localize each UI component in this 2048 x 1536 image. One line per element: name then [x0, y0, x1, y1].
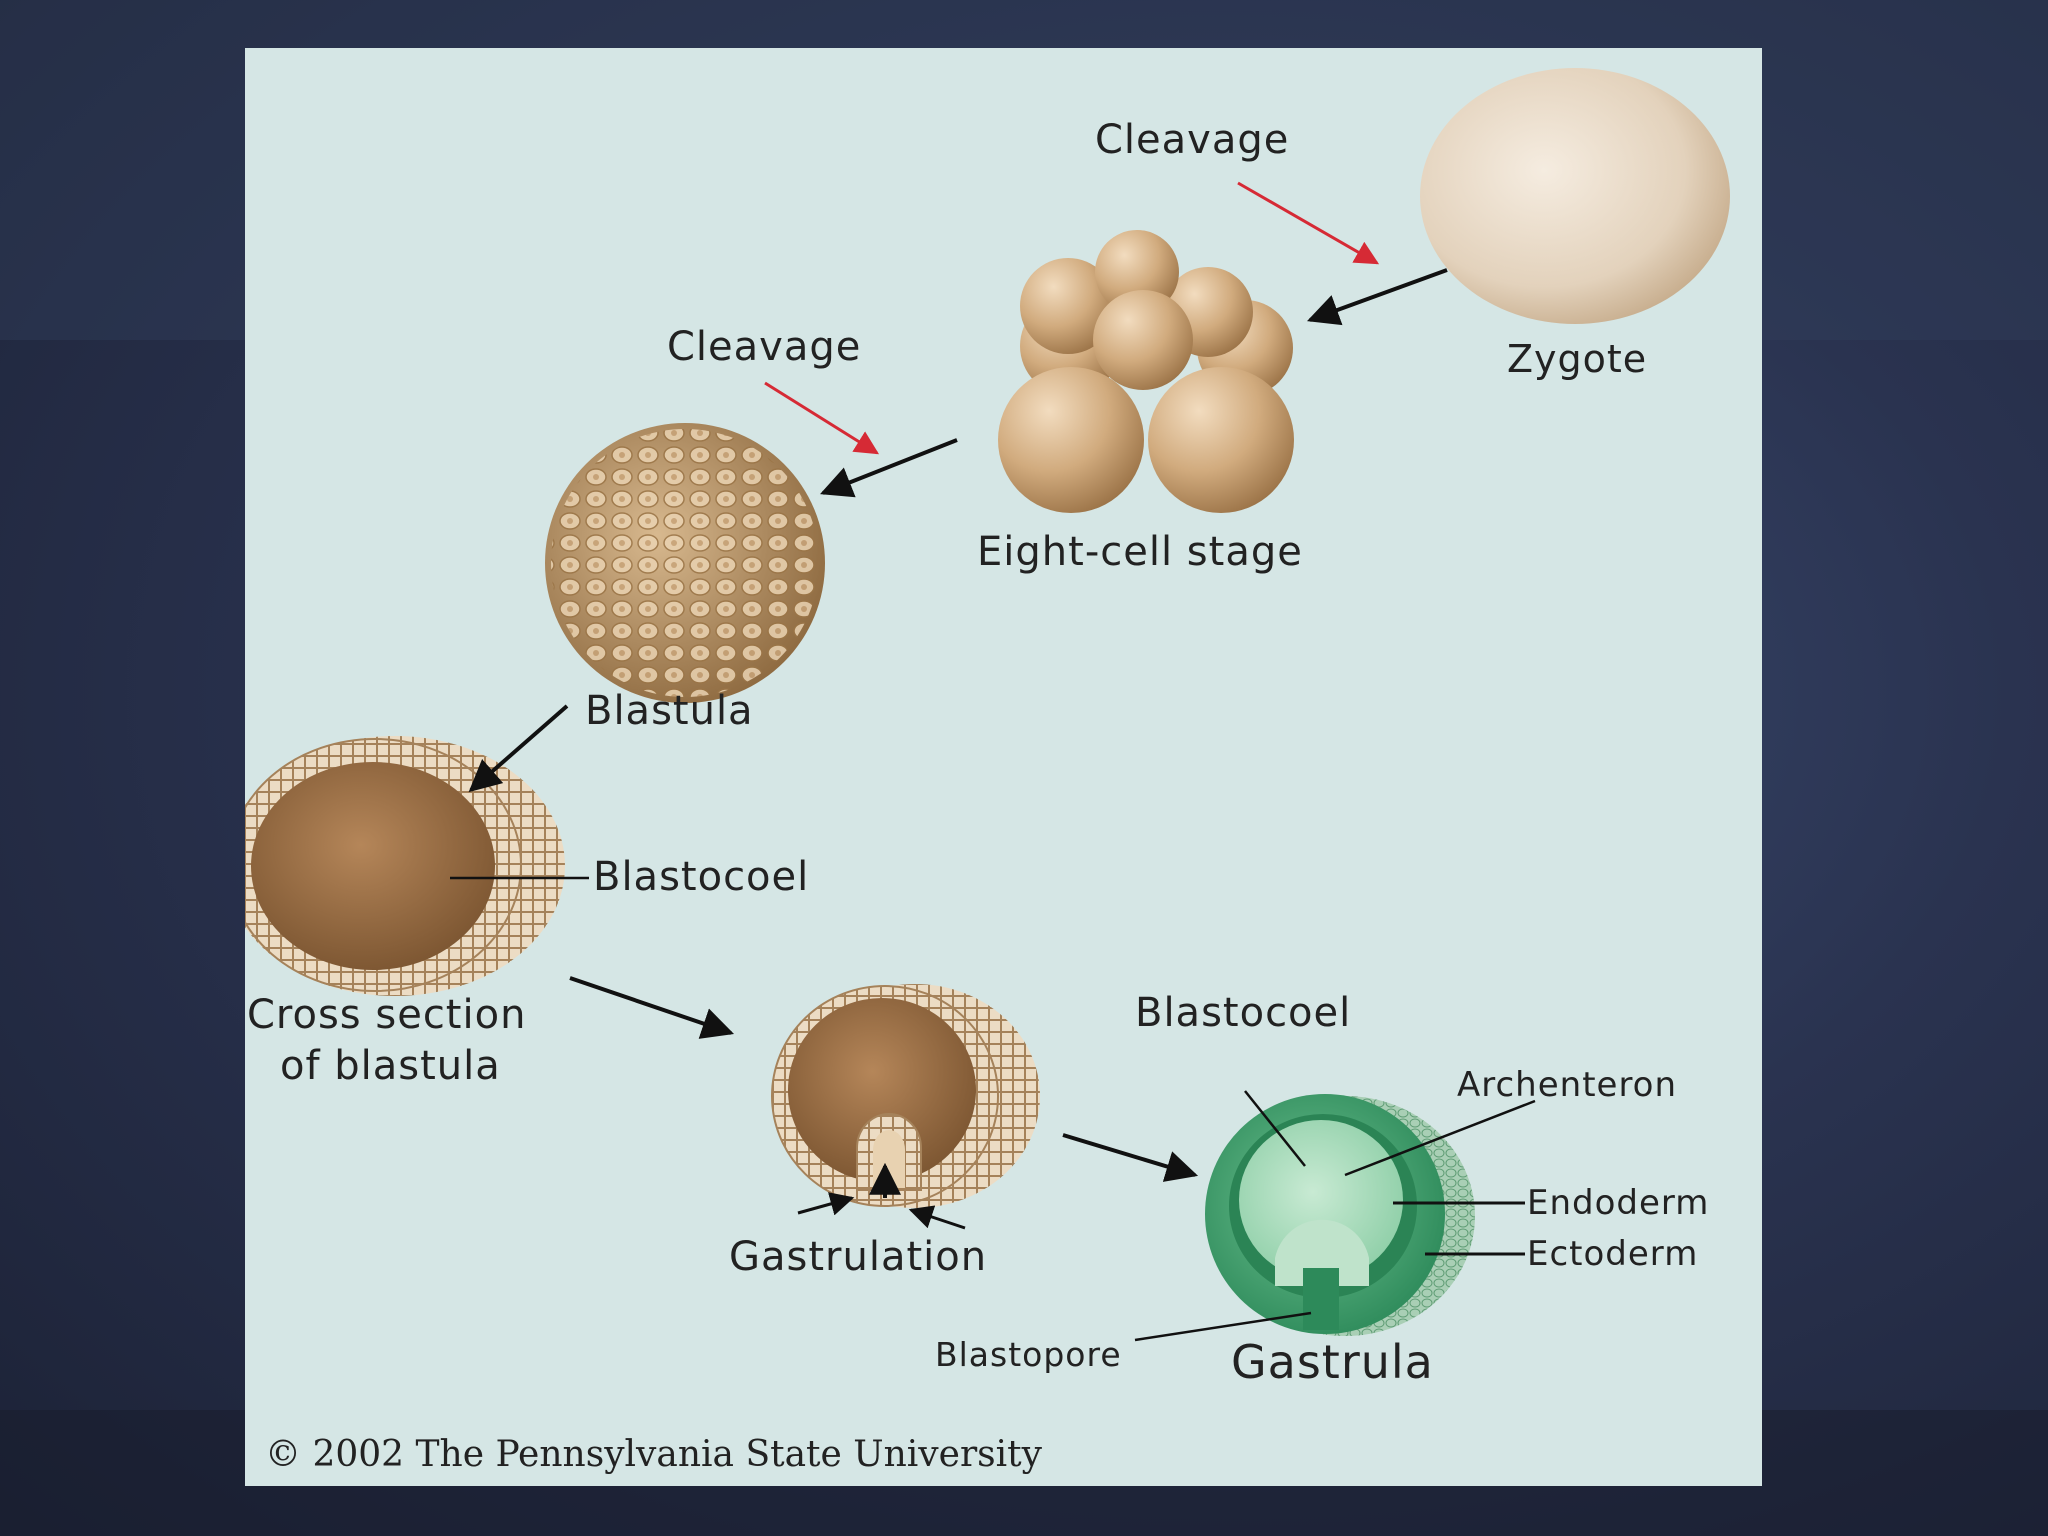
embryo-development-diagram: Cleavage Zygote Cleavage Eight-cell stag…	[245, 48, 1762, 1486]
label-blastocoel-left: Blastocoel	[593, 854, 809, 900]
arrow-zygote-to-eight-cell	[1306, 268, 1448, 326]
diagram-canvas: Cleavage Zygote Cleavage Eight-cell stag…	[245, 68, 1730, 1475]
gastrula-illustration	[1205, 1094, 1475, 1336]
gastrulation-illustration	[771, 984, 1040, 1230]
label-cleavage-mid: Cleavage	[667, 324, 861, 370]
label-archenteron: Archenteron	[1457, 1065, 1677, 1105]
label-gastrulation: Gastrulation	[729, 1234, 987, 1280]
leader-archenteron	[1344, 1099, 1536, 1177]
eight-cell-illustration	[998, 230, 1294, 513]
label-cross-section: Cross section	[247, 992, 526, 1038]
label-gastrula: Gastrula	[1231, 1335, 1434, 1389]
blastula-illustration	[545, 423, 825, 703]
arrow-gastrulation-to-gastrula	[1062, 1133, 1199, 1182]
label-of-blastula: of blastula	[280, 1043, 501, 1089]
label-blastocoel-right: Blastocoel	[1135, 990, 1351, 1036]
arrow-blastula-to-cross-section	[468, 704, 569, 793]
zygote-illustration	[1420, 68, 1730, 324]
leader-blastocoel-right	[1244, 1090, 1306, 1167]
copyright-notice: © 2002 The Pennsylvania State University	[265, 1434, 1043, 1475]
label-blastopore: Blastopore	[935, 1335, 1122, 1374]
cleavage-arrow-top	[1237, 181, 1380, 265]
arrow-eight-cell-to-blastula	[820, 438, 958, 498]
blastula-cross-section-illustration	[245, 736, 565, 996]
label-ectoderm: Ectoderm	[1527, 1234, 1698, 1274]
label-blastula: Blastula	[585, 688, 754, 734]
leader-blastopore	[1134, 1311, 1312, 1342]
label-zygote: Zygote	[1507, 337, 1647, 381]
cleavage-arrow-mid	[764, 381, 880, 455]
arrow-cross-section-to-gastrulation	[569, 976, 735, 1039]
label-cleavage-top: Cleavage	[1095, 117, 1289, 163]
label-endoderm: Endoderm	[1527, 1183, 1709, 1223]
label-eight-cell-stage: Eight-cell stage	[977, 529, 1303, 575]
